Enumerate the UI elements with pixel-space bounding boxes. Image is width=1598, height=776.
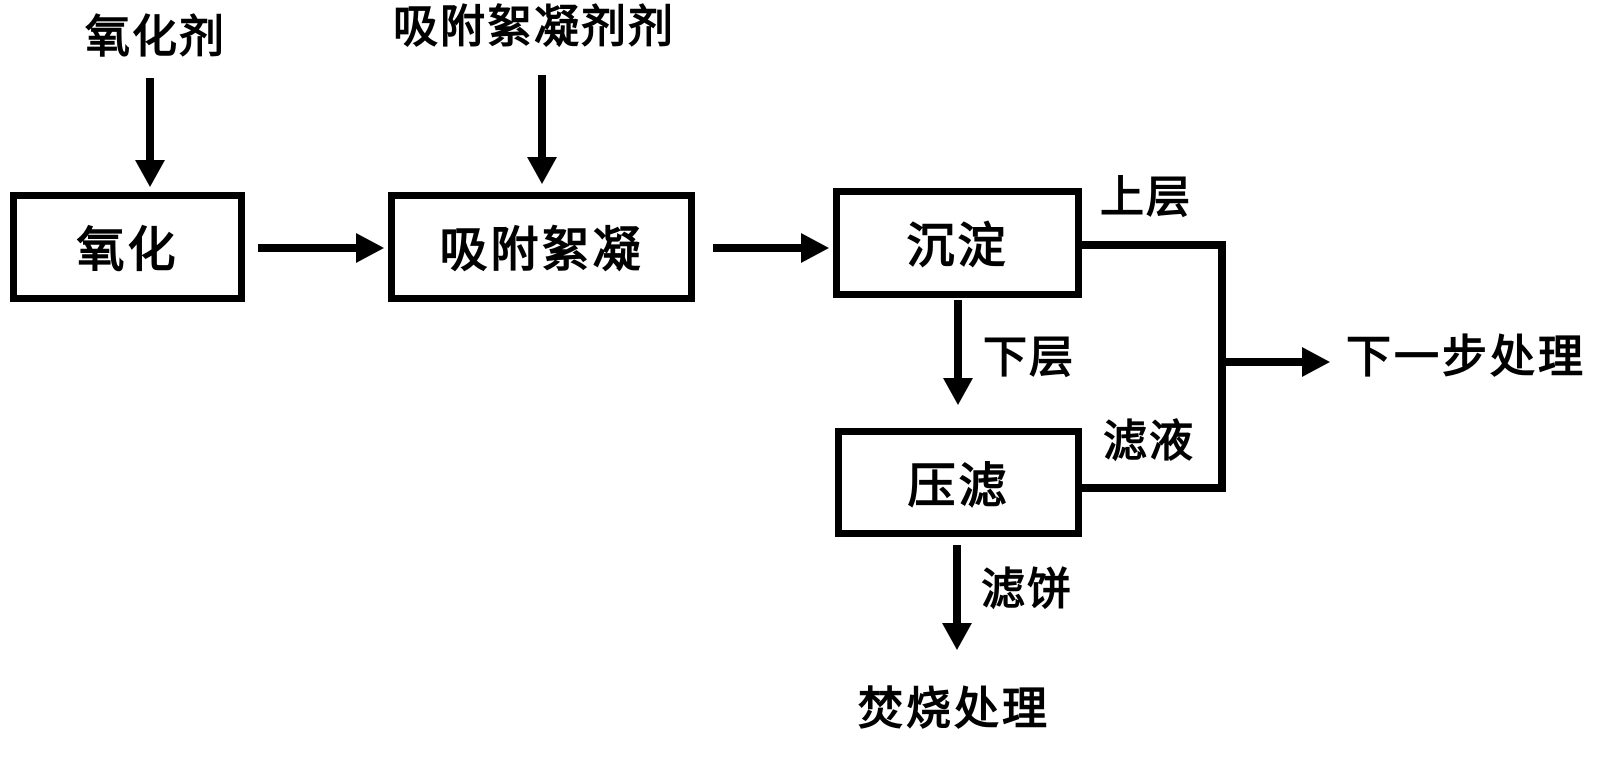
- arrow-to-next-step-line: [1222, 358, 1304, 366]
- arrow-down-icon: [527, 157, 557, 184]
- arrow-sedimentation-to-press-line: [954, 300, 962, 380]
- arrow-right-icon: [356, 233, 384, 263]
- label-oxidant: 氧化剂: [85, 11, 227, 62]
- box-adsorption-flocculation: 吸附絮凝: [388, 192, 695, 302]
- box-adsorption-flocculation-label: 吸附絮凝: [439, 224, 644, 277]
- arrow-oxidation-to-adsorption-line: [258, 244, 358, 252]
- label-flocculant: 吸附絮凝剂剂: [393, 1, 676, 52]
- box-oxidation: 氧化: [10, 192, 245, 302]
- box-press-filtration: 压滤: [835, 428, 1082, 537]
- box-sedimentation: 沉淀: [833, 188, 1082, 298]
- box-oxidation-label: 氧化: [76, 224, 179, 277]
- label-upper-layer: 上层: [1100, 173, 1192, 222]
- connector-filtrate-line: [1082, 484, 1226, 492]
- arrow-flocculant-to-adsorption-line: [538, 75, 546, 159]
- label-incineration-treatment: 焚烧处理: [858, 683, 1051, 734]
- arrow-press-to-incineration-line: [953, 545, 961, 625]
- arrow-oxidant-to-oxidation-line: [146, 78, 154, 162]
- arrow-down-icon: [135, 160, 165, 187]
- connector-bus-line: [1218, 241, 1226, 492]
- arrow-right-icon: [1302, 347, 1330, 377]
- label-filter-cake: 滤饼: [981, 565, 1073, 614]
- arrow-down-icon: [943, 378, 973, 405]
- arrow-adsorption-to-sedimentation-line: [713, 244, 803, 252]
- box-press-filtration-label: 压滤: [907, 459, 1010, 513]
- connector-upper-layer-line: [1082, 241, 1226, 249]
- arrow-right-icon: [801, 233, 829, 263]
- label-next-step-treatment: 下一步处理: [1346, 331, 1587, 382]
- box-sedimentation-label: 沉淀: [906, 220, 1009, 273]
- label-lower-layer: 下层: [983, 333, 1075, 382]
- arrow-down-icon: [942, 623, 972, 650]
- label-filtrate: 滤液: [1103, 417, 1195, 466]
